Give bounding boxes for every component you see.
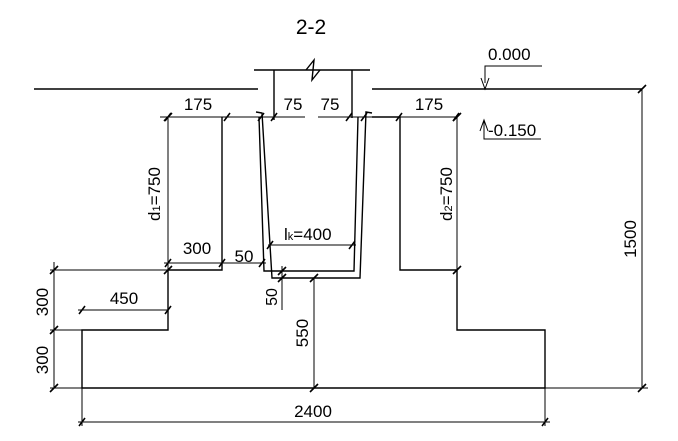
svg-text:300: 300 — [183, 239, 211, 258]
svg-text:1500: 1500 — [621, 220, 640, 258]
svg-text:2400: 2400 — [294, 402, 332, 421]
socket-depth-dimension: 550 — [293, 273, 319, 393]
svg-text:d2=750: d2=750 — [437, 167, 456, 221]
svg-text:lk=400: lk=400 — [284, 225, 332, 244]
total-width-dimension: 2400 — [78, 388, 550, 427]
level-marker-zero: 0.000 — [480, 45, 542, 91]
socket-bottom-thickness: 50 — [264, 266, 287, 310]
svg-text:d1=750: d1=750 — [145, 167, 164, 221]
column-break — [254, 57, 370, 120]
d1-dimension: d1=750 — [145, 112, 173, 275]
svg-text:50: 50 — [264, 288, 281, 306]
total-height-dimension: 1500 — [545, 84, 648, 393]
svg-text:550: 550 — [293, 319, 312, 347]
svg-text:175: 175 — [184, 95, 212, 114]
svg-text:75: 75 — [284, 95, 303, 114]
socket-bottom-dimension: lk=400 — [266, 225, 356, 250]
svg-text:300: 300 — [33, 288, 52, 316]
step-width-dimension: 300 50 — [164, 239, 266, 268]
svg-text:175: 175 — [415, 95, 443, 114]
left-height-dimensions: 300 300 — [33, 262, 168, 393]
top-dimension-chain: 175 75 75 175 — [160, 95, 460, 122]
svg-text:-0.150: -0.150 — [488, 121, 536, 140]
svg-text:50: 50 — [235, 247, 254, 266]
d2-dimension: d2=750 — [437, 112, 462, 275]
svg-text:450: 450 — [110, 289, 138, 308]
level-marker-step: -0.150 — [479, 118, 541, 140]
svg-text:0.000: 0.000 — [488, 45, 531, 64]
svg-text:300: 300 — [33, 346, 52, 374]
section-title: 2-2 — [296, 16, 326, 39]
svg-text:75: 75 — [321, 95, 340, 114]
lower-step-dimension: 450 — [78, 289, 172, 315]
